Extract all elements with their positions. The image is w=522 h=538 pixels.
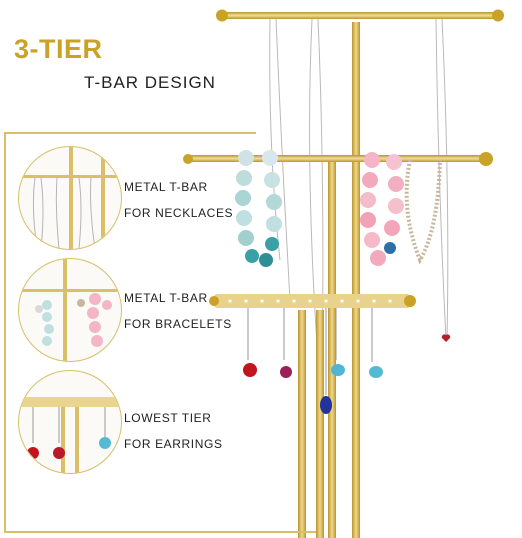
feature-caption-line1: METAL T-BAR (124, 180, 208, 194)
feature-caption-line1: METAL T-BAR (124, 291, 208, 305)
bracelet-beige (404, 159, 442, 265)
feature-caption-line2: FOR BRACELETS (124, 317, 232, 331)
frame-left-line (4, 132, 6, 532)
necklace-closeup-icon (19, 147, 121, 249)
feature-caption-line1: LOWEST TIER (124, 411, 212, 425)
page-title: 3-TIER (14, 34, 103, 64)
feature-circle-earrings (18, 370, 122, 474)
page-subtitle: T-BAR DESIGN (84, 73, 216, 92)
frame-bottom-line (4, 531, 316, 533)
top-t-bar (216, 9, 504, 538)
feature-caption-necklaces: METAL T-BAR FOR NECKLACES (124, 174, 233, 226)
feature-circle-bracelets (18, 258, 122, 362)
earring-closeup-icon (19, 397, 121, 473)
bracelet-pink (360, 152, 404, 266)
feature-caption-earrings: LOWEST TIER FOR EARRINGS (124, 405, 223, 457)
feature-caption-bracelets: METAL T-BAR FOR BRACELETS (124, 285, 232, 337)
bracelet-blue (235, 150, 282, 267)
bracelet-closeup-icon (19, 259, 121, 361)
feature-caption-line2: FOR NECKLACES (124, 206, 234, 220)
heart-pendant (441, 334, 451, 342)
feature-caption-line2: FOR EARRINGS (124, 437, 223, 451)
feature-circle-necklaces (18, 146, 122, 250)
frame-top-line (4, 132, 256, 134)
bottom-t-bar (209, 294, 416, 538)
earrings (243, 308, 383, 414)
